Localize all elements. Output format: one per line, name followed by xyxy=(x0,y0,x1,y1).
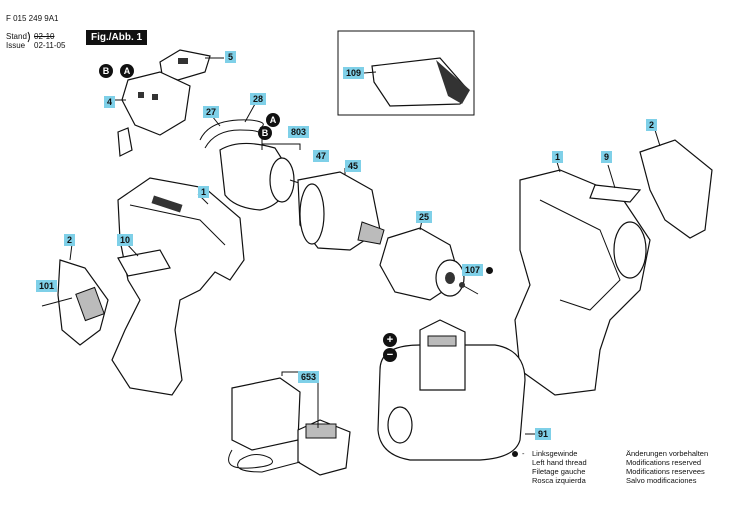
issue-label: Issue xyxy=(6,41,26,50)
connector-a-marker: A xyxy=(120,64,134,78)
stand-value: 02-10 xyxy=(34,32,55,41)
part-label-1-right: 1 xyxy=(552,151,564,163)
part-label-1-left: 1 xyxy=(198,186,210,198)
legend-line-en: Left hand thread xyxy=(532,458,587,467)
part-label-803: 803 xyxy=(288,126,310,138)
part-label-25: 25 xyxy=(416,211,433,223)
part-label-47: 47 xyxy=(313,150,330,162)
legend-thread-text: Linksgewinde Left hand thread Filetage g… xyxy=(532,449,587,485)
part-label-101: 101 xyxy=(36,280,58,292)
legend-dot xyxy=(512,451,518,457)
modifications-line-en: Modifications reserved xyxy=(626,458,702,467)
part-label-4: 4 xyxy=(104,96,116,108)
figure-label: Fig./Abb. 1 xyxy=(86,30,148,45)
issue-value: 02-11-05 xyxy=(34,41,66,50)
battery-plus-marker: + xyxy=(383,333,397,347)
modifications-text: Änderungen vorbehalten Modifications res… xyxy=(626,449,708,485)
modifications-line-fr: Modifications reservees xyxy=(626,467,705,476)
part-label-2-right: 2 xyxy=(646,119,658,131)
legend-dash: - xyxy=(522,449,525,458)
left-hand-thread-dot xyxy=(486,267,493,274)
part-label-10: 10 xyxy=(117,234,134,246)
modifications-line-es: Salvo modificaciones xyxy=(626,476,697,485)
part-label-45: 45 xyxy=(345,160,362,172)
stand-label: Stand xyxy=(6,32,27,41)
legend-line-fr: Filetage gauche xyxy=(532,467,586,476)
connector-b-marker: B xyxy=(99,64,113,78)
connector-a-marker-motor: A xyxy=(266,113,280,127)
battery-minus-marker: − xyxy=(383,348,397,362)
part-label-107: 107 xyxy=(462,264,484,276)
part-label-91: 91 xyxy=(535,428,552,440)
part-label-2-left: 2 xyxy=(64,234,76,246)
part-label-9: 9 xyxy=(601,151,613,163)
legend-line-de: Linksgewinde xyxy=(532,449,578,458)
part-label-28: 28 xyxy=(250,93,267,105)
connector-b-marker-motor: B xyxy=(258,126,272,140)
part-label-5: 5 xyxy=(225,51,237,63)
part-label-653: 653 xyxy=(298,371,320,383)
legend-line-es: Rosca izquierda xyxy=(532,476,586,485)
part-label-109: 109 xyxy=(343,67,365,79)
part-label-27: 27 xyxy=(203,106,220,118)
document-number: F 015 249 9A1 xyxy=(6,14,59,23)
modifications-line-de: Änderungen vorbehalten xyxy=(626,449,709,458)
